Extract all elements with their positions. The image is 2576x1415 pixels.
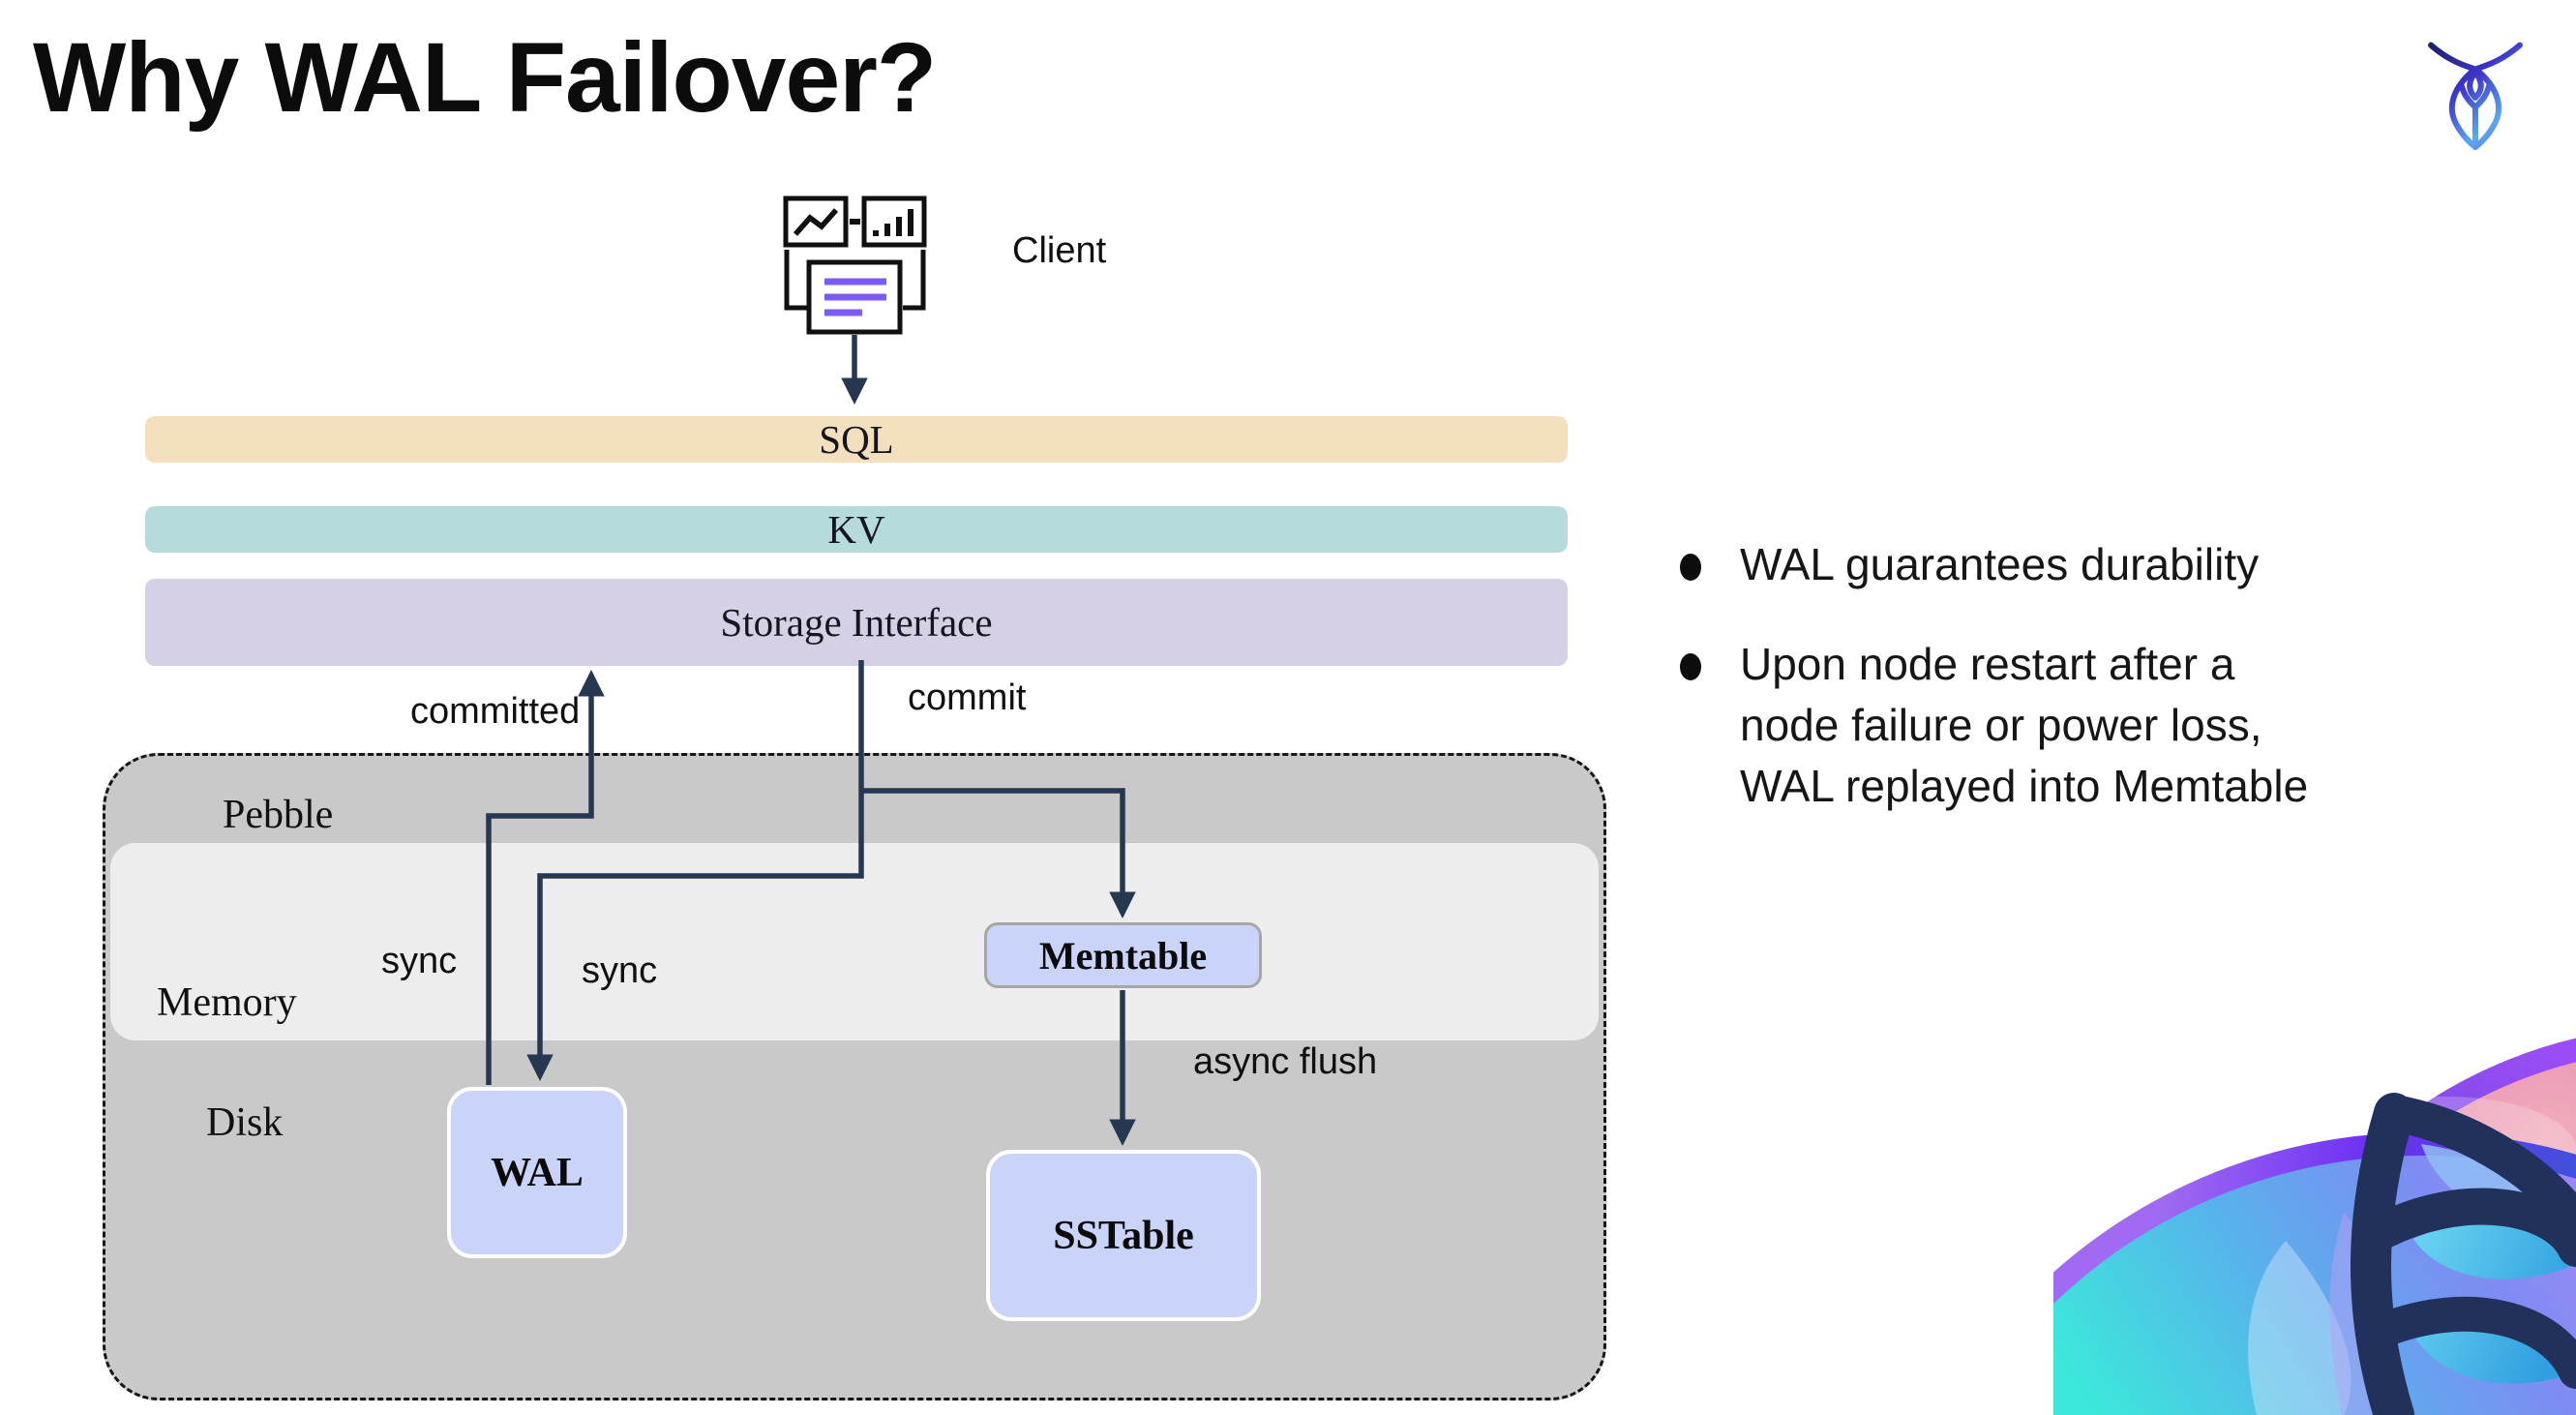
list-item: Upon node restart after a node failure o…	[1680, 634, 2512, 817]
art-petal-light	[2248, 1241, 2351, 1415]
logo-body	[2448, 66, 2502, 150]
logo-antenna-left	[2428, 42, 2476, 72]
bullet-dot	[1680, 653, 1701, 680]
layer-storage-interface: Storage Interface	[145, 579, 1568, 666]
memory-label: Memory	[157, 980, 297, 1025]
bullet-text: Upon node restart after a node failure o…	[1740, 639, 2309, 811]
logo-antenna-right	[2474, 42, 2523, 72]
client-icon	[783, 196, 927, 335]
client-barchart-icon	[861, 196, 927, 248]
client-linechart-glyph	[793, 208, 839, 236]
layer-sql: SQL	[145, 416, 1568, 463]
client-barchart-glyph	[873, 209, 914, 236]
bullet-text: WAL guarantees durability	[1740, 539, 2260, 589]
commit-label: commit	[908, 677, 1027, 718]
layer-kv: KV	[145, 506, 1568, 553]
pebble-label: Pebble	[223, 793, 334, 837]
logo-branch-right	[2471, 83, 2493, 110]
disk-label: Disk	[206, 1100, 284, 1145]
logo-inner-leaf	[2467, 69, 2484, 102]
client-document-lines	[824, 278, 886, 316]
memory-band	[110, 843, 1599, 1040]
memtable-box: Memtable	[984, 922, 1262, 988]
page-title: Why WAL Failover?	[33, 22, 937, 133]
sync-right-label: sync	[582, 950, 658, 991]
memtable-box-label: Memtable	[1038, 933, 1208, 978]
layer-sql-label: SQL	[819, 417, 894, 462]
client-bracket-right	[903, 250, 926, 311]
sstable-box-label: SSTable	[1053, 1213, 1194, 1258]
bullet-list: WAL guarantees durability Upon node rest…	[1680, 534, 2512, 817]
async-flush-label: async flush	[1193, 1041, 1378, 1082]
bullet-dot	[1680, 554, 1701, 581]
sstable-box: SSTable	[986, 1150, 1261, 1321]
cockroachdb-logo-icon	[2428, 42, 2523, 150]
client-document-icon	[806, 259, 903, 335]
client-linechart-icon	[783, 196, 849, 248]
client-label: Client	[1012, 230, 1107, 271]
wal-box-label: WAL	[491, 1150, 584, 1195]
layer-storage-interface-label: Storage Interface	[720, 600, 993, 645]
art-roach-structure	[2351, 1093, 2576, 1415]
client-bracket-left	[784, 250, 807, 311]
art-leaf-mid	[2413, 1219, 2572, 1280]
brand-art	[2053, 1038, 2576, 1415]
layer-kv-label: KV	[827, 507, 885, 552]
committed-label: committed	[410, 691, 581, 732]
sync-left-label: sync	[381, 941, 458, 981]
wal-box: WAL	[447, 1087, 627, 1258]
list-item: WAL guarantees durability	[1680, 534, 2512, 595]
